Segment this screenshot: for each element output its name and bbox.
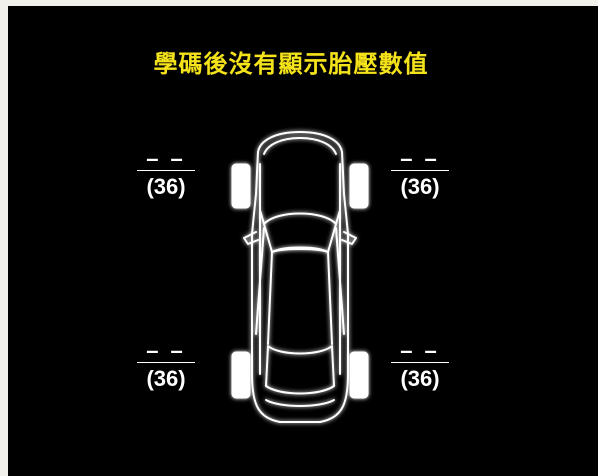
tire-rear-right: – – (36) (390, 340, 450, 392)
tire-rear-right-divider (391, 362, 449, 363)
tire-front-left: – – (36) (136, 148, 196, 200)
car-body-outline (243, 131, 357, 423)
tire-front-left-current-pressure: – – (146, 146, 186, 171)
tire-rear-left: – – (36) (136, 340, 196, 392)
tire-front-right-divider (391, 170, 449, 171)
tire-front-left-divider (137, 170, 195, 171)
car-top-view-icon (231, 131, 369, 423)
tire-front-left-target-pressure: (36) (146, 174, 186, 199)
tire-rear-right-target-pressure: (36) (400, 366, 440, 391)
tire-rear-left-current-pressure: – – (146, 338, 186, 363)
wheel-front-left-icon (231, 163, 251, 209)
wheel-rear-left-icon (231, 351, 251, 399)
tire-rear-left-divider (137, 362, 195, 363)
screen-title: 學碼後沒有顯示胎壓數值 (153, 50, 429, 78)
wheel-front-right-icon (349, 163, 369, 209)
tire-front-right-target-pressure: (36) (400, 174, 440, 199)
tire-rear-left-target-pressure: (36) (146, 366, 186, 391)
car-wheels (231, 163, 369, 399)
tire-rear-right-current-pressure: – – (400, 338, 440, 363)
tire-pressure-screen (8, 6, 598, 476)
wheel-rear-right-icon (349, 351, 369, 399)
tire-front-right-current-pressure: – – (400, 146, 440, 171)
tire-front-right: – – (36) (390, 148, 450, 200)
